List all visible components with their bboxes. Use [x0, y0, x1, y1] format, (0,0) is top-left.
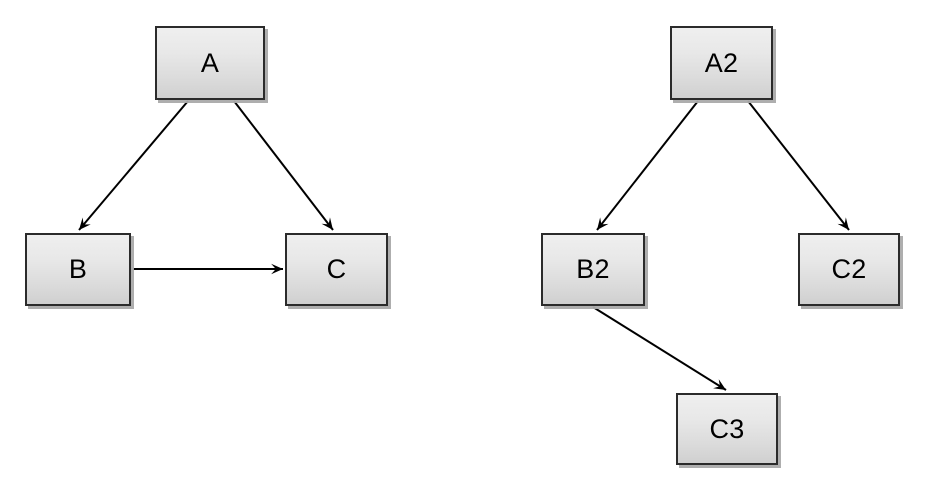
arrowhead-icon [79, 217, 91, 230]
edge-b2-to-c3 [592, 306, 727, 391]
edge-line [596, 100, 699, 231]
arrowhead-icon [271, 263, 283, 275]
edge-line [233, 100, 334, 231]
arrowhead-icon [837, 217, 849, 230]
node-label: C2 [831, 254, 867, 284]
node-a[interactable]: A [155, 26, 265, 100]
node-label: A [200, 47, 220, 78]
edge-a2-to-c2 [747, 100, 850, 231]
node-a2[interactable]: A2 [670, 26, 773, 100]
edge-line [592, 306, 727, 391]
node-label: C [326, 254, 347, 284]
arrowhead-icon [321, 217, 333, 230]
edge-a-to-b [78, 100, 189, 231]
edge-line [78, 100, 189, 231]
arrowhead-icon [597, 217, 609, 230]
node-c3[interactable]: C3 [676, 393, 778, 465]
edge-a-to-c [233, 100, 334, 231]
arrowhead-icon [713, 379, 726, 390]
node-label: B2 [576, 254, 610, 284]
node-label: B [68, 254, 88, 284]
node-b[interactable]: B [25, 233, 131, 306]
node-label: A2 [704, 47, 739, 78]
node-c[interactable]: C [285, 233, 388, 306]
edge-a2-to-b2 [596, 100, 699, 231]
node-b2[interactable]: B2 [541, 233, 645, 306]
edge-b-to-c [133, 263, 283, 275]
node-label: C3 [709, 413, 745, 444]
node-c2[interactable]: C2 [798, 233, 900, 306]
edge-line [747, 100, 850, 231]
